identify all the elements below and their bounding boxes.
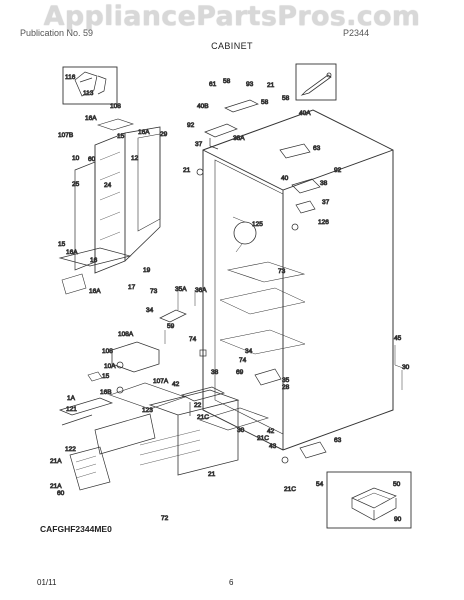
part-number-label: 21C [197,414,209,421]
part-number-label: 16A [89,288,101,295]
part-number-label: 122 [65,446,76,453]
part-number-label: 113 [83,90,94,97]
part-number-label: 16A [66,249,78,256]
part-number-label: 35 [282,377,290,384]
part-number-label: 34 [146,307,154,314]
part-number-label: 21 [183,167,191,174]
part-number-label: 21A [50,483,62,490]
part-number-label: 45 [394,335,402,342]
part-number-label: 16A [138,129,150,136]
part-number-label: 30 [402,364,410,371]
part-number-label: 92 [187,122,195,129]
leader-lines [164,216,404,390]
subtitle-right: P2344 [343,28,370,38]
part-number-label: 42 [172,381,180,388]
part-number-label: 107A [153,378,169,385]
part-number-label: 21C [257,435,269,442]
part-number-label: 38 [320,180,328,187]
part-number-label: 60 [88,156,96,163]
footer-page-number: 6 [229,578,234,587]
inset-box-top-right [295,63,337,101]
part-number-label: 21 [267,82,275,89]
part-number-label: 40 [281,175,289,182]
part-number-label: 28 [282,384,290,391]
part-number-label: 21 [208,471,216,478]
part-number-label: 10 [72,155,80,162]
part-number-label: 40A [299,110,311,117]
part-number-label: 69 [236,369,244,376]
part-number-label: 21C [284,486,296,493]
part-number-label: 107B [58,132,73,139]
part-number-label: 17 [128,284,136,291]
part-number-label: 60 [57,490,65,497]
part-number-label: 16 [90,257,98,264]
part-number-label: 72 [161,515,169,522]
part-number-label: 54 [316,481,324,488]
part-number-label: 38 [211,369,219,376]
part-number-label: 108 [102,348,113,355]
part-number-label: 24 [104,182,112,189]
part-number-label: 50 [393,481,401,488]
part-number-label: 29 [160,131,168,138]
part-number-label: 37 [322,199,330,206]
part-number-label: 93 [246,81,254,88]
part-number-label: 19 [143,267,151,274]
part-number-label: 15 [58,241,66,248]
part-number-label: 42 [267,428,275,435]
part-number-label: 63 [334,437,342,444]
part-number-label: 61 [209,81,217,88]
part-number-label: 1A [67,395,76,402]
part-number-label: 58 [223,78,231,85]
part-number-label: 10A [104,363,116,370]
part-number-label: 25 [72,181,80,188]
part-number-label: 126 [318,219,329,226]
inset-box-bottom-right [326,471,412,529]
part-number-label: 74 [189,336,197,343]
part-number-label: 58 [282,95,290,102]
part-number-label: 73 [278,268,286,275]
part-number-label: 43 [269,443,277,450]
part-number-label: 59 [167,323,175,330]
part-number-label: 12 [131,155,139,162]
part-number-label: 90 [394,516,402,523]
part-number-label: 34 [245,348,253,355]
publication-subtitle: Publication No. 59 P2344 [20,28,369,38]
part-number-label: 21A [50,458,62,465]
part-number-label: 30 [237,427,245,434]
part-number-label: 38A [233,135,245,142]
part-number-label: 15 [117,133,125,140]
lower-hinge-assemblies [159,309,327,464]
part-number-label: 92 [334,167,342,174]
part-number-label: 73 [150,288,158,295]
part-number-label: 108A [118,331,134,338]
part-number-label: 16B [100,389,112,396]
part-number-label: 35A [175,286,187,293]
part-number-label: 63 [313,145,321,152]
part-number-label: 116 [65,74,76,81]
subtitle-left: Publication No. 59 [20,28,94,38]
section-title: CABINET [211,41,253,51]
footer-date: 01/11 [37,578,57,587]
part-number-label: 74 [239,357,247,364]
dispenser-assembly [58,341,269,491]
inset-box-top-left [62,66,118,105]
part-number-label: 108 [110,103,121,110]
part-number-label: 16A [85,115,97,122]
part-number-label: 37 [195,141,203,148]
top-hinge-brackets [196,99,321,231]
part-number-label: 36A [195,287,207,294]
part-number-label: 121 [66,406,77,413]
part-number-label: 125 [252,221,263,228]
watermark: AppliancePartsPros.com [43,1,421,32]
door-liner-assembly [58,118,161,295]
part-number-label: 22 [194,402,202,409]
part-number-label: 40B [197,103,209,110]
part-number-label: 58 [261,99,269,106]
cabinet-body [199,109,394,451]
model-code: CAFGHF2344ME0 [40,524,112,534]
part-number-label: 15 [102,373,110,380]
part-number-label: 123 [142,407,153,414]
